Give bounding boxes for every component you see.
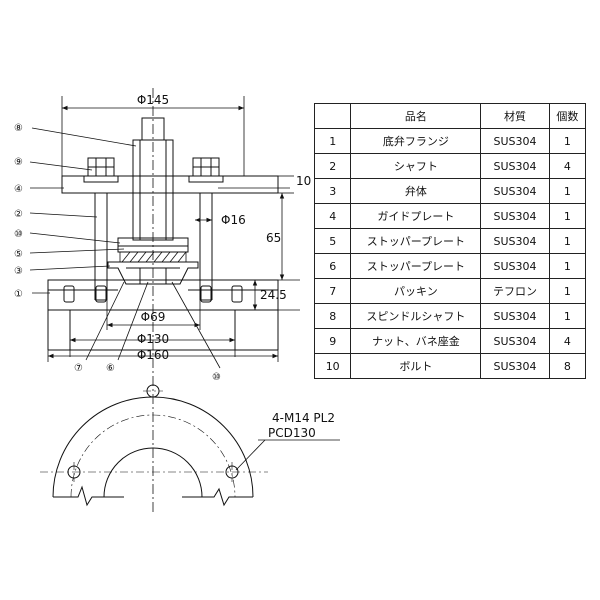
callout-10-upper: ⑩	[14, 229, 23, 240]
callout-7: ⑦	[74, 363, 83, 374]
guide-plate	[61, 175, 279, 194]
break-line-left	[53, 485, 124, 507]
dim-d145: Φ145	[137, 93, 169, 107]
callout-4: ④	[14, 184, 23, 195]
table-row: 8 スピンドルシャフト SUS304 1	[313, 303, 587, 329]
left-washer	[83, 175, 119, 183]
header-qty: 個数	[548, 103, 587, 129]
row-material: SUS304	[480, 253, 550, 279]
callout-3: ③	[14, 266, 23, 277]
callout-1: ①	[14, 289, 23, 300]
callout-10-lower: ⑩	[212, 372, 221, 383]
row-name: ストッパープレート	[350, 228, 482, 254]
row-no: 2	[313, 153, 352, 179]
row-no: 4	[313, 203, 352, 229]
row-material: SUS304	[480, 228, 550, 254]
row-material: SUS304	[480, 328, 550, 354]
table-row: 4 ガイドプレート SUS304 1	[313, 203, 587, 229]
flange-bolt-left-inner	[95, 285, 107, 303]
row-qty: 1	[548, 128, 587, 154]
row-no: 5	[313, 228, 352, 254]
break-line-right	[182, 487, 253, 507]
row-qty: 8	[548, 353, 587, 379]
table-row: 6 ストッパープレート SUS304 1	[313, 253, 587, 279]
callout-2: ②	[14, 209, 23, 220]
table-row: 9 ナット、バネ座金 SUS304 4	[313, 328, 587, 354]
dim-h24-5: 24.5	[260, 288, 287, 302]
table-row: 2 シャフト SUS304 4	[313, 153, 587, 179]
flange-bolt-right-outer	[231, 285, 243, 303]
parts-table: 品名 材質 個数 1 底弁フランジ SUS304 1 2 シャフト SUS304…	[313, 103, 587, 379]
row-material: SUS304	[480, 128, 550, 154]
row-name: 弁体	[350, 178, 482, 204]
flange-bolt-right-inner	[200, 285, 212, 303]
row-material: SUS304	[480, 178, 550, 204]
row-name: ガイドプレート	[350, 203, 482, 229]
header-material: 材質	[480, 103, 550, 129]
row-qty: 1	[548, 228, 587, 254]
dim-t10: 10	[296, 174, 311, 188]
row-name: スピンドルシャフト	[350, 303, 482, 329]
row-qty: 1	[548, 203, 587, 229]
row-qty: 1	[548, 253, 587, 279]
table-row: 10 ボルト SUS304 8	[313, 353, 587, 379]
row-material: SUS304	[480, 303, 550, 329]
table-row: 5 ストッパープレート SUS304 1	[313, 228, 587, 254]
row-name: 底弁フランジ	[350, 128, 482, 154]
header-name: 品名	[350, 103, 482, 129]
row-material: SUS304	[480, 203, 550, 229]
row-material: SUS304	[480, 153, 550, 179]
flange-bolt-left-outer	[63, 285, 75, 303]
row-name: シャフト	[350, 153, 482, 179]
row-name: ストッパープレート	[350, 253, 482, 279]
pcd-note: PCD130	[268, 426, 316, 440]
dim-h65: 65	[266, 231, 281, 245]
row-qty: 1	[548, 178, 587, 204]
row-no: 10	[313, 353, 352, 379]
flange-inner-arc	[103, 447, 203, 498]
parts-table-header: 品名 材質 個数	[313, 103, 587, 129]
row-material: テフロン	[480, 278, 550, 304]
callout-6: ⑥	[106, 363, 115, 374]
bolt-spec-note: 4-M14 PL2	[272, 411, 335, 425]
row-no: 7	[313, 278, 352, 304]
table-row: 3 弁体 SUS304 1	[313, 178, 587, 204]
callout-5: ⑤	[14, 249, 23, 260]
row-material: SUS304	[480, 353, 550, 379]
dim-d16: Φ16	[221, 213, 246, 227]
row-qty: 1	[548, 303, 587, 329]
dim-d130: Φ130	[137, 332, 169, 346]
row-name: パッキン	[350, 278, 482, 304]
row-qty: 1	[548, 278, 587, 304]
table-row: 1 底弁フランジ SUS304 1	[313, 128, 587, 154]
row-qty: 4	[548, 153, 587, 179]
row-qty: 4	[548, 328, 587, 354]
header-no	[313, 103, 352, 129]
row-name: ボルト	[350, 353, 482, 379]
row-name: ナット、バネ座金	[350, 328, 482, 354]
callout-8: ⑧	[14, 123, 23, 134]
row-no: 6	[313, 253, 352, 279]
spindle-shaft	[132, 139, 174, 241]
valve-body	[107, 261, 199, 285]
callout-9: ⑨	[14, 157, 23, 168]
pcd-circle-line	[70, 414, 236, 498]
dim-d160: Φ160	[137, 348, 169, 362]
right-washer	[188, 175, 224, 183]
row-no: 1	[313, 128, 352, 154]
packing-gasket	[119, 251, 187, 263]
dim-d69: Φ69	[141, 310, 166, 324]
row-no: 3	[313, 178, 352, 204]
row-no: 8	[313, 303, 352, 329]
row-no: 9	[313, 328, 352, 354]
table-row: 7 パッキン テフロン 1	[313, 278, 587, 304]
